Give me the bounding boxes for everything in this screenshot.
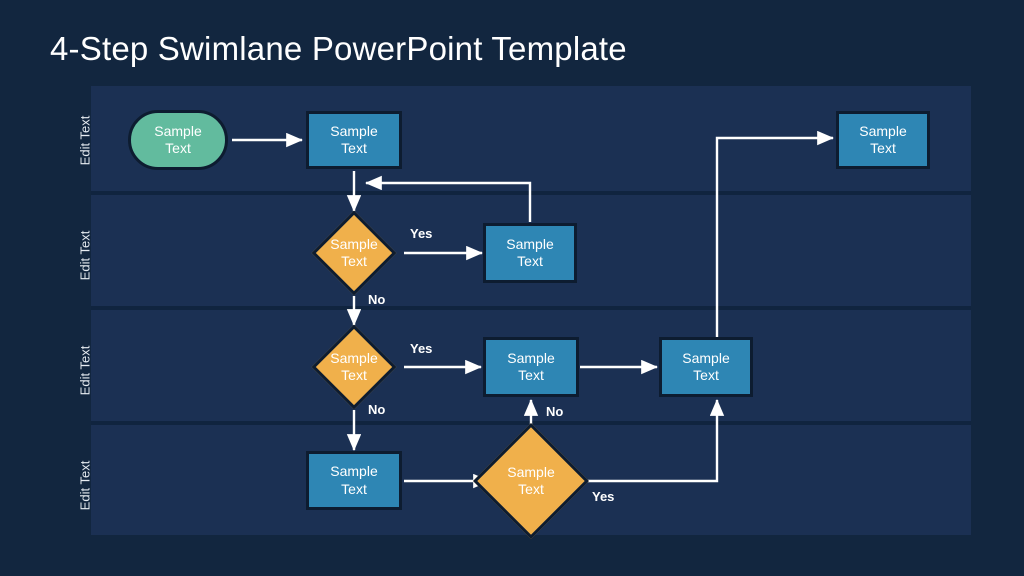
page-title: 4-Step Swimlane PowerPoint Template: [50, 30, 627, 67]
edge-label-l2-yes: Yes: [410, 226, 433, 241]
lane-label-1: Edit Text: [77, 115, 93, 166]
edge-label-l3-yes: Yes: [410, 341, 433, 356]
edge-label-l3-no: No: [368, 402, 386, 417]
edge-label-l4-yes: Yes: [592, 489, 615, 504]
lane-label-4: Edit Text: [77, 460, 93, 511]
lane-label-3: Edit Text: [77, 345, 93, 396]
edge-label-l2-no: No: [368, 292, 386, 307]
lane-separator-2: [91, 306, 971, 310]
edge-label-l4-no: No: [546, 404, 564, 419]
lane-label-2: Edit Text: [77, 230, 93, 281]
